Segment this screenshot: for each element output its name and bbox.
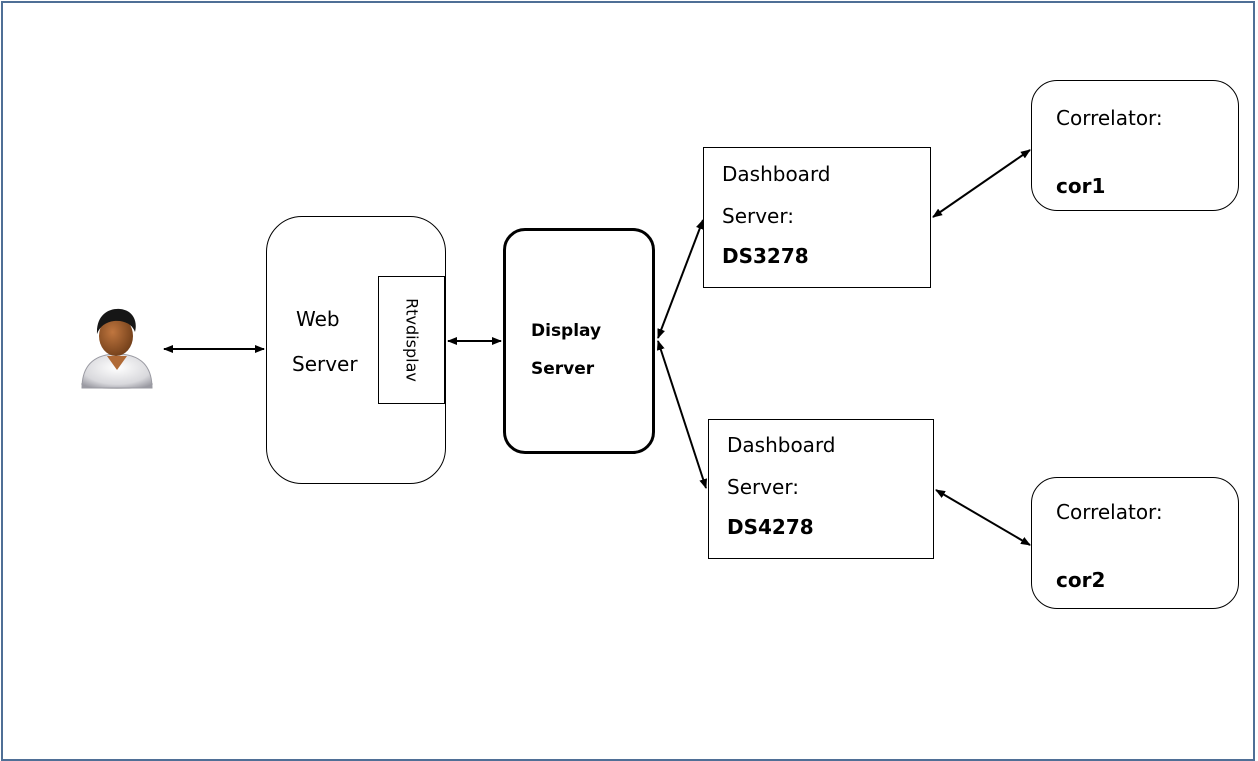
edge-displayserver-ds2	[656, 340, 708, 489]
dashboard-server-2-line1: Dashboard	[727, 433, 836, 457]
edge-ds2-cor2	[935, 489, 1031, 546]
display-server-label-line2: Server	[531, 359, 595, 379]
edge-displayserver-ds1	[657, 219, 704, 339]
user-avatar-icon	[76, 304, 158, 392]
correlator-2-label: Correlator:	[1056, 500, 1163, 524]
correlator-node-1	[1031, 80, 1239, 211]
web-server-label-line2: Server	[292, 352, 358, 376]
display-server-node	[503, 228, 655, 454]
correlator-2-id: cor2	[1056, 568, 1106, 592]
dashboard-server-1-line1: Dashboard	[722, 162, 831, 186]
rtvdisplay-label: Rtvdisplav	[402, 298, 422, 382]
dashboard-server-1-line2: Server:	[722, 204, 794, 228]
edge-ds1-cor1	[932, 149, 1031, 218]
correlator-node-2	[1031, 477, 1239, 609]
dashboard-server-1-id: DS3278	[722, 244, 809, 268]
correlator-1-id: cor1	[1056, 174, 1106, 198]
dashboard-server-2-line2: Server:	[727, 475, 799, 499]
correlator-1-label: Correlator:	[1056, 106, 1163, 130]
dashboard-server-node-2	[708, 419, 934, 559]
dashboard-server-2-id: DS4278	[727, 515, 814, 539]
web-server-label-line1: Web	[296, 307, 340, 331]
rtvdisplay-component	[378, 276, 445, 404]
display-server-label-line1: Display	[531, 321, 602, 341]
dashboard-server-node-1	[703, 147, 931, 288]
